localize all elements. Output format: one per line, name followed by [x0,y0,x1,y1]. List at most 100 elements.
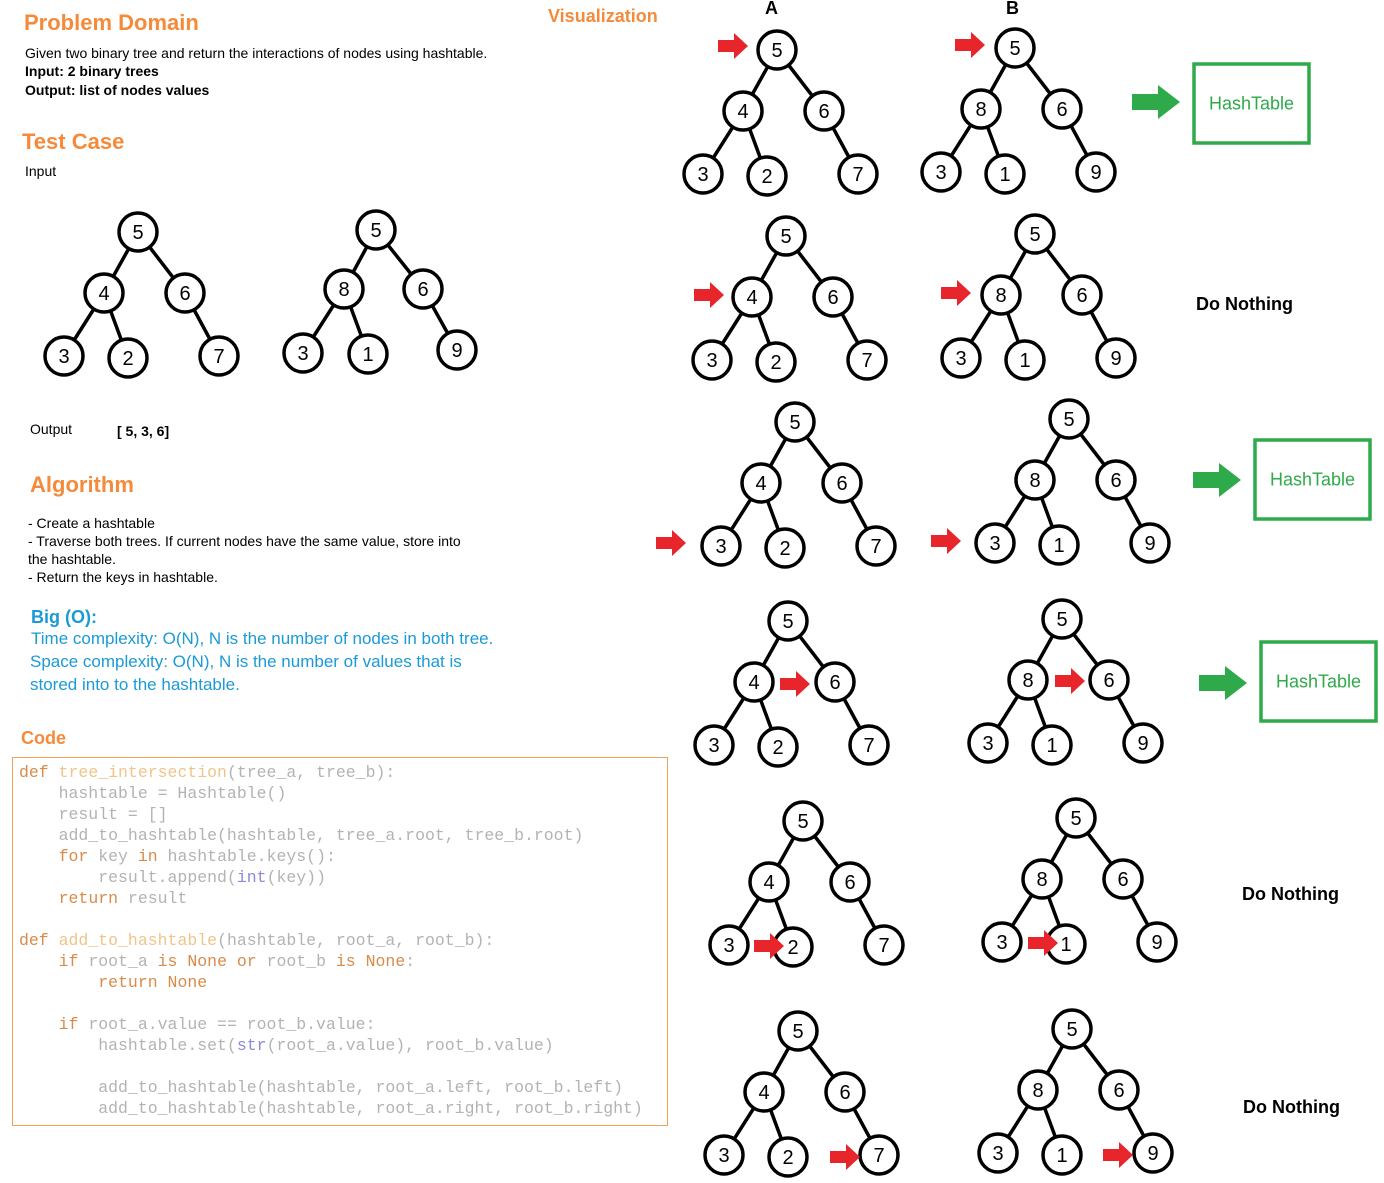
viz-tree-b-step-1-node-label: 6 [1056,99,1067,121]
viz-tree-b-step-4-node [1122,722,1164,764]
viz-tree-a-step-1-node-label: 2 [761,166,772,188]
test-tree-a-node [117,211,159,253]
hashtable-box-step-4-label: HashTable [1276,672,1361,692]
hashtable-box-step-3 [1253,438,1372,521]
problem-description: Given two binary tree and return the int… [25,45,488,61]
pointer-arrow-a-step-5 [754,933,784,959]
green-arrow-step-3 [1193,463,1241,497]
viz-tree-a-step-2-node [691,339,733,381]
viz-tree-a-step-3-node-label: 5 [789,412,800,434]
pointer-arrow-a-step-1 [718,33,748,59]
viz-tree-b-step-1-node [1075,151,1117,193]
test-tree-a-node [43,335,85,377]
viz-tree-a-step-6-node-label: 3 [718,1145,729,1167]
viz-tree-a-step-2-node [812,276,854,318]
viz-tree-a-step-2-node-label: 4 [746,287,757,309]
viz-tree-a-step-3-node [764,527,806,569]
viz-tree-b-step-5-node-label: 9 [1151,932,1162,954]
viz-tree-b-step-1-node [1041,88,1083,130]
viz-tree-b-step-1-node [920,151,962,193]
viz-tree-a-step-6-node [743,1071,785,1113]
viz-tree-a-step-4-node-label: 3 [708,735,719,757]
code-block: def tree_intersection(tree_a, tree_b): h… [12,757,668,1126]
viz-tree-a-step-6-node-label: 2 [782,1147,793,1169]
code-line: return None [98,973,208,992]
viz-tree-b-step-6-node-label: 8 [1032,1080,1043,1102]
viz-tree-a-step-6-node-label: 5 [792,1021,803,1043]
code-line: result.append(int(key)) [19,868,326,887]
viz-tree-b-step-6-node [1051,1008,1093,1050]
algorithm-step-3: - Return the keys in hashtable. [28,569,218,585]
pointer-arrow-b-step-4 [1055,668,1085,694]
viz-tree-b-step-2-node-label: 1 [1019,350,1030,372]
algorithm-step-2-cont: the hashtable. [28,551,116,567]
code-line: for key in hashtable.keys(): [58,847,336,866]
viz-tree-a-step-6-node [777,1010,819,1052]
viz-tree-b-step-1-node-label: 3 [935,162,946,184]
viz-tree-a-step-3-node [740,462,782,504]
code-line: hashtable.set(str(root_a.value), root_b.… [19,1036,554,1055]
viz-tree-b-step-2-node-label: 3 [955,348,966,370]
viz-tree-b-step-3-node [1038,524,1080,566]
code-line: add_to_hashtable(hashtable, tree_a.root,… [19,826,584,845]
do-nothing-label-step-2: Do Nothing [1196,294,1293,314]
code-line: if root_a is None or root_b is None: [58,952,416,971]
test-tree-b-node [282,332,324,374]
test-tree-b-node-label: 9 [451,340,462,362]
viz-tree-b-step-5-node-label: 5 [1070,808,1081,830]
viz-tree-b-step-5-node [981,921,1023,963]
test-tree-b-node-label: 1 [362,344,373,366]
viz-tree-a-step-1-node [803,90,845,132]
viz-tree-b-step-5-node [1055,797,1097,839]
test-tree-b-node [355,209,397,251]
visualization-title: Visualization [548,6,658,26]
algorithm-title: Algorithm [30,472,134,497]
viz-tree-b-step-4-node [1031,724,1073,766]
viz-tree-a-step-4-node-label: 5 [782,611,793,633]
viz-tree-b-step-5-node-label: 3 [996,932,1007,954]
test-case-title: Test Case [22,129,125,154]
viz-tree-a-step-6-node-label: 6 [839,1082,850,1104]
viz-tree-a-step-1-node [746,155,788,197]
viz-tree-a-step-4-node [814,661,856,703]
viz-tree-b-step-5-node-label: 1 [1060,934,1071,956]
test-tree-b-node [402,268,444,310]
viz-tree-a-step-4-node-label: 7 [863,735,874,757]
test-tree-a-node [107,337,149,379]
test-output-label: Output [30,421,73,437]
hashtable-box-step-1 [1192,62,1311,145]
code-text: def tree_intersection(tree_a, tree_b): h… [13,758,667,1119]
viz-tree-a-step-1-node-label: 6 [818,101,829,123]
viz-tree-b-step-6-node-label: 5 [1066,1019,1077,1041]
viz-tree-b-step-3-node-label: 6 [1110,470,1121,492]
code-line: def add_to_hashtable(hashtable, root_a, … [19,931,495,950]
test-tree-a-node-label: 7 [213,346,224,368]
pointer-arrow-b-step-3 [931,528,961,554]
viz-tree-a-step-2-node [846,339,888,381]
hashtable-box-step-4 [1259,640,1378,723]
green-arrow-step-4 [1199,666,1247,700]
viz-tree-a-step-2-node-label: 2 [770,352,781,374]
problem-input: Input: 2 binary trees [25,63,159,79]
viz-tree-b-step-6-node [1098,1069,1140,1111]
viz-tree-b-step-5-node [1021,858,1063,900]
viz-tree-a-step-5-node [863,924,905,966]
test-output-value: [ 5, 3, 6] [117,423,170,439]
test-tree-a-node [83,272,125,314]
viz-tree-b-step-5-node [1136,921,1178,963]
viz-tree-a-step-4-node [757,726,799,768]
viz-tree-b-step-6-node-label: 1 [1056,1145,1067,1167]
pointer-arrow-a-step-6 [830,1144,860,1170]
pointer-arrow-b-step-2 [941,280,971,306]
viz-tree-b-step-5-node [1102,858,1144,900]
pointer-arrow-b-step-5 [1028,930,1058,956]
test-tree-b-node-label: 3 [297,343,308,365]
viz-tree-b-step-1-node [994,27,1036,69]
viz-tree-b-step-2-node [1095,337,1137,379]
code-line: def tree_intersection(tree_a, tree_b): [19,763,396,782]
viz-tree-a-step-5-node [829,861,871,903]
viz-tree-a-step-4-node-label: 6 [829,672,840,694]
big-o-space-2: stored into to the hashtable. [30,675,240,694]
viz-tree-a-step-5-node [782,800,824,842]
